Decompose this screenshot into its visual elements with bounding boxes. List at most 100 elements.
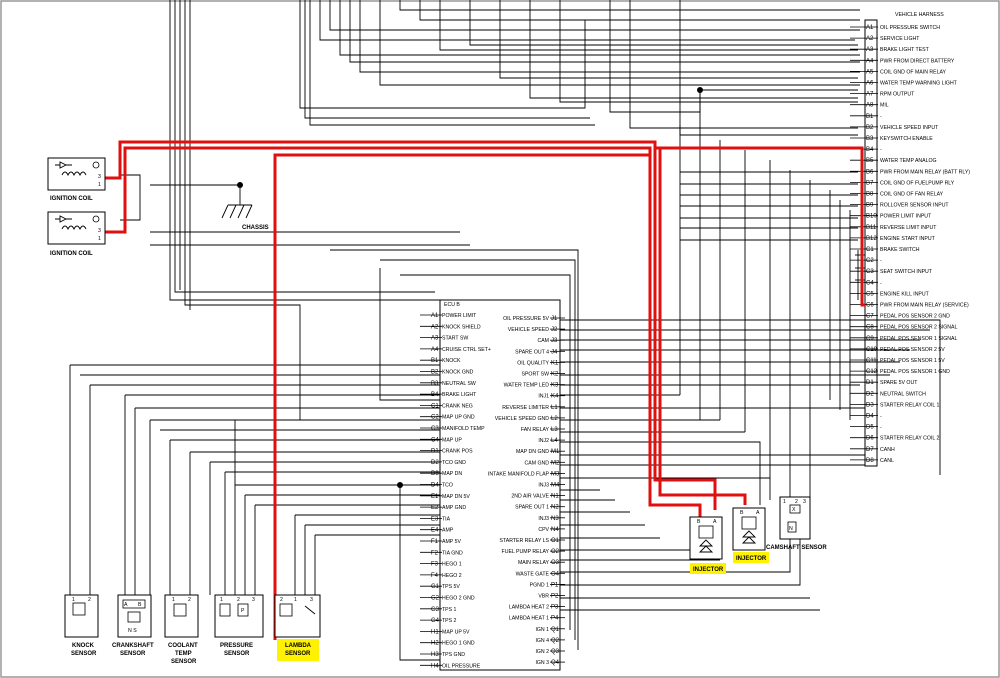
harness-pin-label: COIL GND OF MAIN RELAY xyxy=(880,69,947,75)
ecu-left-pin-label: AMP xyxy=(442,528,454,534)
ecu-left-pin-id: G3 xyxy=(431,607,440,613)
harness-pin-id: A8 xyxy=(866,103,874,109)
ecu-right-pin-label: IGN 3 xyxy=(535,660,549,666)
harness-pin-id: D8 xyxy=(866,458,874,464)
ecu-left-pin-label: POWER LIMIT xyxy=(442,313,477,319)
ignition-coil-2-label: IGNITION COIL xyxy=(50,251,93,257)
svg-text:2: 2 xyxy=(795,499,798,505)
ignition-coil-2: 3 1 IGNITION COIL xyxy=(47,211,106,257)
harness-pin-label: COIL GND OF FUELPUMP RLY xyxy=(880,180,955,186)
svg-text:1: 1 xyxy=(220,597,223,603)
harness-pin-id: B7 xyxy=(866,180,874,186)
harness-pin-id: C11 xyxy=(866,358,877,364)
harness-pin-label: PEDAL POS SENSOR 1 GND xyxy=(880,369,950,375)
harness-pin-id: B5 xyxy=(866,158,874,164)
camshaft-sensor-label: CAMSHAFT SENSOR xyxy=(766,545,827,551)
crankshaft-sensor-label-2: SENSOR xyxy=(120,651,146,657)
highlighted-wires xyxy=(105,140,865,640)
ecu-right-pin-id: L4 xyxy=(551,438,558,444)
ecu-left-pin-label: CRUISE CTRL SET+ xyxy=(442,347,491,353)
ecu-right-pin-id: P2 xyxy=(551,594,559,600)
harness-pin-id: B4 xyxy=(866,147,874,153)
harness-pin-id: A4 xyxy=(866,58,874,64)
ecu-left-pin-label: TCO xyxy=(442,483,453,489)
svg-text:3: 3 xyxy=(98,174,101,180)
harness-pin-label: PWR FROM MAIN RELAY (BATT RLY) xyxy=(880,169,970,175)
harness-pin-label: - xyxy=(880,425,882,431)
ecu-left-pin-id: C3 xyxy=(431,426,439,432)
harness-pin-label: REVERSE LIMIT INPUT xyxy=(880,225,937,231)
ecu-right-pin-label: LAMBDA HEAT 1 xyxy=(509,616,549,622)
ecu-left-pin-id: F4 xyxy=(431,573,439,579)
knock-sensor-label-1: KNOCK xyxy=(72,643,95,649)
ecu-left-pin-id: H2 xyxy=(431,641,439,647)
ecu-left-pin-id: C2 xyxy=(431,415,439,421)
ecu-left-pin-label: TIA xyxy=(442,516,451,522)
harness-pin-id: C5 xyxy=(866,291,874,297)
harness-pin-label: CANL xyxy=(880,458,894,464)
ecu-left-pin-label: KNOCK GND xyxy=(442,370,474,376)
ecu-right-pin-id: M2 xyxy=(551,460,560,466)
ecu-left-pin-label: MAP UP xyxy=(442,437,462,443)
ecu-right-pin-label: CAM xyxy=(537,338,549,344)
ecu-left-pin-label: KNOCK xyxy=(442,358,461,364)
harness-pin-label: PEDAL POS SENSOR 2 5V xyxy=(880,347,945,353)
ecu-left-pin-id: H3 xyxy=(431,652,439,658)
ecu-left-pin-id: E1 xyxy=(431,494,439,500)
ecu-left-pin-id: D4 xyxy=(431,483,439,489)
harness-pin-id: B8 xyxy=(866,192,874,198)
harness-pin-label: STARTER RELAY COIL 2 xyxy=(880,436,939,442)
harness-pin-label: ROLLOVER SENSOR INPUT xyxy=(880,203,949,209)
ecu-left-pin-id: G4 xyxy=(431,618,440,624)
ecu-left-pin-id: A1 xyxy=(431,313,439,319)
harness-pin-id: C2 xyxy=(866,258,874,264)
ecu-left-pin-id: H4 xyxy=(431,663,439,669)
pressure-label-2: SENSOR xyxy=(224,651,250,657)
svg-text:2: 2 xyxy=(88,597,91,603)
ecu-left-pin-label: TPS 2 xyxy=(442,618,457,624)
harness-pin-label: - xyxy=(880,147,882,153)
svg-text:2: 2 xyxy=(280,597,283,603)
ecu-right-pin-label: INJ3 xyxy=(538,483,549,489)
ecu-left-pin-label: TPS 5V xyxy=(442,584,460,590)
svg-text:A: A xyxy=(756,510,760,516)
harness-pin-label: VEHICLE SPEED INPUT xyxy=(880,125,939,131)
svg-text:B: B xyxy=(697,519,701,525)
injector-1-label: INJECTOR xyxy=(693,567,724,573)
harness-pin-label: PEDAL POS SENSOR 1 5V xyxy=(880,358,945,364)
ecu-right-pin-id: J1 xyxy=(551,316,558,322)
pressure-label-1: PRESSURE xyxy=(220,643,253,649)
harness-pin-label: RPM OUTPUT xyxy=(880,92,915,98)
ecu-left-pin-label: TPS GND xyxy=(442,652,465,658)
ignition-coil-1: 3 1 IGNITION COIL xyxy=(47,157,106,202)
ecu-right-pin-label: OIL PRESSURE 5V xyxy=(503,316,549,322)
ecu-right-pin-id: N4 xyxy=(551,527,559,533)
ecu-right-pin-label: OIL QUALITY xyxy=(517,360,549,366)
ecu-right-pin-id: K1 xyxy=(551,360,559,366)
injector-2-label: INJECTOR xyxy=(736,556,767,562)
ecu-right-pin-label: WASTE GATE xyxy=(516,571,550,577)
ecu-right-pin-label: VBR xyxy=(538,594,549,600)
ecu-right-pin-label: IGN 4 xyxy=(535,638,549,644)
svg-text:N S: N S xyxy=(128,628,137,634)
ecu-left-pin-label: AMP GND xyxy=(442,505,466,511)
harness-pin-id: A2 xyxy=(866,36,874,42)
ecu-left-pin-label: MANIFOLD TEMP xyxy=(442,426,485,432)
ecu-left-pin-label: BRAKE LIGHT xyxy=(442,392,477,398)
svg-text:3: 3 xyxy=(803,499,806,505)
ecu-right-pin-label: STARTER RELAY LS xyxy=(500,538,550,544)
harness-pin-id: A6 xyxy=(866,81,874,87)
ecu-left-pin-label: TPS 1 xyxy=(442,607,457,613)
vehicle-harness-title: VEHICLE HARNESS xyxy=(895,12,944,18)
knock-sensor-label-2: SENSOR xyxy=(71,651,97,657)
ecu-left-pin-label: HEGO 2 GND xyxy=(442,596,475,602)
harness-pin-id: C4 xyxy=(866,280,874,286)
ecu-right-pin-label: SPARE OUT 4 xyxy=(515,349,549,355)
ecu-right-pin-id: L2 xyxy=(551,416,558,422)
ecu-right-pin-id: P4 xyxy=(551,616,559,622)
harness-pin-id: B3 xyxy=(866,136,874,142)
svg-text:1: 1 xyxy=(98,182,101,188)
